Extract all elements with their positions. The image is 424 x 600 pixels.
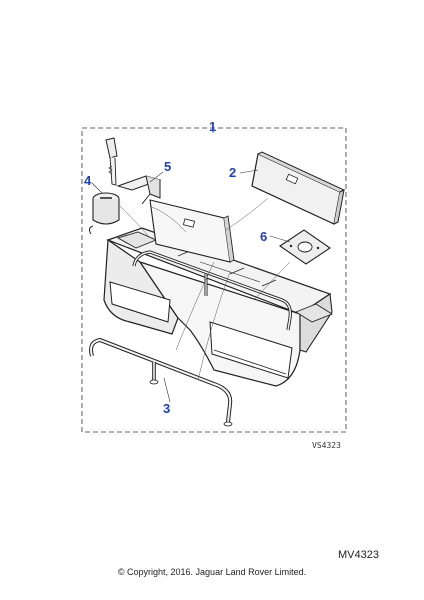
part-code: MV4323 (338, 549, 379, 561)
part-6-plate (279, 229, 331, 265)
part-3-rail (89, 337, 233, 427)
callout-6: 6 (260, 229, 268, 244)
copyright-notice: © Copyright, 2016. Jaguar Land Rover Lim… (117, 567, 307, 577)
leader-line-3 (163, 377, 171, 403)
callout-2: 2 (229, 165, 237, 180)
leader-line-2 (239, 169, 259, 174)
callout-3: 3 (163, 401, 171, 416)
callout-4: 4 (84, 173, 92, 188)
tray-rail (132, 250, 292, 331)
callout-5: 5 (164, 159, 172, 174)
leader-line-5 (149, 171, 164, 183)
leader-line-4 (91, 182, 103, 194)
part-4-key-and-lock (88, 137, 120, 235)
assembly-leaders (119, 197, 291, 381)
part-5-bracket (116, 175, 162, 205)
part-2-lid (251, 151, 346, 225)
diagram-reference-code: VS4323 (312, 441, 341, 450)
assembly-boundary (81, 127, 347, 433)
callout-1: 1 (209, 119, 217, 134)
open-lid-on-tray (149, 199, 235, 263)
leader-line-6 (269, 235, 291, 243)
console-tray-body (103, 227, 333, 387)
